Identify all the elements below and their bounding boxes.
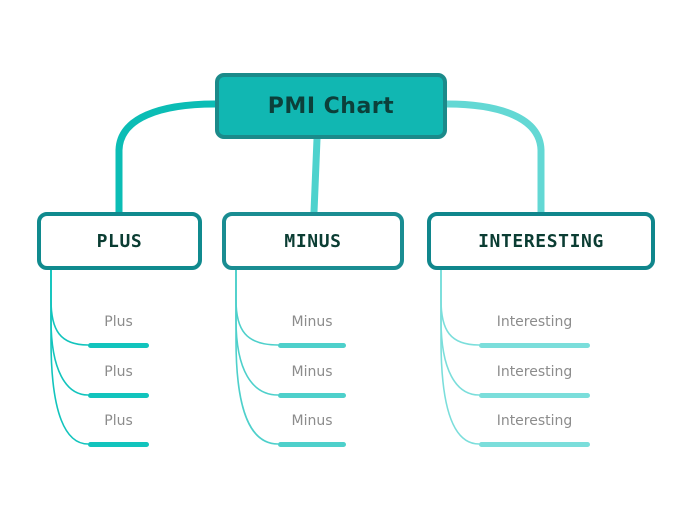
- edge-root-to-interesting: [443, 100, 545, 216]
- leaf-item[interactable]: Plus: [88, 314, 149, 348]
- leaf-item[interactable]: Minus: [278, 364, 346, 398]
- leaf-underline-bar: [278, 343, 346, 348]
- leaf-item[interactable]: Interesting: [479, 413, 590, 447]
- root-node-label: PMI Chart: [267, 93, 395, 119]
- leaf-item[interactable]: Interesting: [479, 314, 590, 348]
- leaf-item[interactable]: Plus: [88, 364, 149, 398]
- edge-root-to-minus: [310, 135, 321, 216]
- leaf-label: Interesting: [496, 364, 573, 380]
- leaf-label: Minus: [291, 314, 333, 330]
- root-node[interactable]: PMI Chart: [215, 73, 447, 139]
- branch-node-label: PLUS: [96, 230, 143, 252]
- leaf-item[interactable]: Interesting: [479, 364, 590, 398]
- branch-node-plus[interactable]: PLUS: [37, 212, 202, 270]
- edge-plus-leaf-2: [50, 269, 89, 445]
- leaf-underline-bar: [88, 442, 149, 447]
- branch-node-label: INTERESTING: [478, 230, 604, 252]
- leaf-underline-bar: [479, 393, 590, 398]
- leaf-underline-bar: [88, 343, 149, 348]
- leaf-item[interactable]: Minus: [278, 413, 346, 447]
- leaf-underline-bar: [479, 442, 590, 447]
- edge-root-to-plus: [115, 100, 219, 216]
- leaf-label: Plus: [104, 314, 133, 330]
- leaf-label: Minus: [291, 413, 333, 429]
- leaf-underline-bar: [88, 393, 149, 398]
- leaf-label: Interesting: [496, 413, 573, 429]
- leaf-label: Minus: [291, 364, 333, 380]
- leaf-label: Interesting: [496, 314, 573, 330]
- edge-plus-leaf-1: [50, 269, 89, 396]
- edge-minus-leaf-0: [235, 269, 279, 346]
- branch-node-interesting[interactable]: INTERESTING: [427, 212, 655, 270]
- leaf-item[interactable]: Minus: [278, 314, 346, 348]
- leaf-label: Plus: [104, 413, 133, 429]
- edge-plus-leaf-0: [50, 269, 89, 346]
- leaf-label: Plus: [104, 364, 133, 380]
- leaf-item[interactable]: Plus: [88, 413, 149, 447]
- edge-interesting-leaf-2: [440, 269, 480, 445]
- edge-interesting-leaf-0: [440, 269, 480, 346]
- branch-node-label: MINUS: [284, 230, 342, 252]
- leaf-underline-bar: [278, 442, 346, 447]
- edge-interesting-leaf-1: [440, 269, 480, 396]
- leaf-underline-bar: [479, 343, 590, 348]
- edge-minus-leaf-1: [235, 269, 279, 396]
- edge-minus-leaf-2: [235, 269, 279, 445]
- leaf-underline-bar: [278, 393, 346, 398]
- branch-node-minus[interactable]: MINUS: [222, 212, 404, 270]
